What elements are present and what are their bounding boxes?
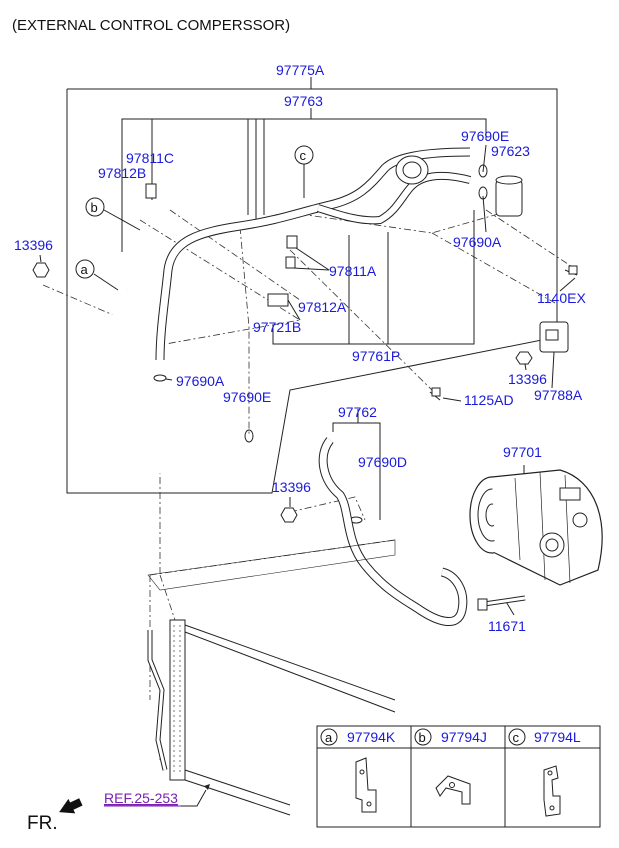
part-11671: 11671	[488, 618, 526, 634]
part-97690E: 97690E	[461, 128, 509, 144]
callout-b	[85, 197, 105, 217]
legend-part-c: 97794L	[534, 729, 581, 745]
service-cap	[145, 183, 157, 199]
hose-discharge	[155, 147, 471, 361]
legend-table: a 97794K b 97794J c 97794L	[316, 725, 601, 828]
part-13396: 13396	[508, 371, 547, 387]
part-97761P: 97761P	[352, 348, 400, 364]
assembly-frame	[66, 88, 558, 494]
muffler	[395, 155, 429, 185]
bracket-a-icon	[355, 757, 377, 813]
reference-link[interactable]: REF.25-253	[104, 790, 178, 806]
diagram-title: (EXTERNAL CONTROL COMPERSSOR)	[12, 17, 290, 34]
part-97811C: 97811C	[126, 150, 174, 166]
svg-text:a: a	[81, 262, 89, 277]
bracket-b-icon	[435, 775, 471, 805]
compressor	[469, 469, 603, 586]
nut-icon	[515, 351, 533, 365]
legend-key-b: b	[419, 730, 426, 745]
svg-text:b: b	[91, 200, 98, 215]
part-97623: 97623	[491, 143, 530, 159]
pressure-transducer	[267, 293, 289, 307]
legend-part-a: 97794K	[347, 729, 396, 745]
part-97690A: 97690A	[176, 373, 225, 389]
receiver-drier	[495, 179, 523, 217]
o-ring-97690E	[244, 429, 254, 443]
part-1125AD: 1125AD	[464, 392, 514, 408]
callout-a	[75, 259, 95, 279]
part-97690E: 97690E	[223, 389, 271, 405]
front-arrow-icon	[59, 798, 83, 814]
nut-icon	[32, 262, 50, 278]
part-97721B: 97721B	[253, 319, 301, 335]
legend-key-c: c	[513, 730, 520, 745]
part-97690A: 97690A	[453, 234, 502, 250]
part-97763: 97763	[284, 93, 323, 109]
nut-icon	[280, 507, 298, 523]
front-direction-label: FR.	[27, 813, 58, 834]
part-13396: 13396	[14, 237, 53, 253]
part-97788A: 97788A	[534, 387, 583, 403]
connector-block	[539, 321, 569, 353]
part-97812B: 97812B	[98, 165, 146, 181]
legend-key-a: a	[325, 730, 333, 745]
legend-part-b: 97794J	[441, 729, 487, 745]
bracket-c-icon	[543, 765, 561, 817]
bolt-icon	[477, 598, 488, 611]
o-ring-97690A	[153, 374, 167, 382]
part-97775A: 97775A	[276, 62, 325, 78]
part-13396: 13396	[272, 479, 311, 495]
part-97690D: 97690D	[358, 454, 407, 470]
condenser	[147, 539, 396, 816]
part-1140EX: 1140EX	[537, 290, 586, 306]
part-97762: 97762	[338, 404, 377, 420]
part-97811A: 97811A	[329, 263, 377, 279]
svg-text:c: c	[300, 148, 307, 163]
part-97701: 97701	[503, 444, 542, 460]
part-97812A: 97812A	[298, 299, 347, 315]
